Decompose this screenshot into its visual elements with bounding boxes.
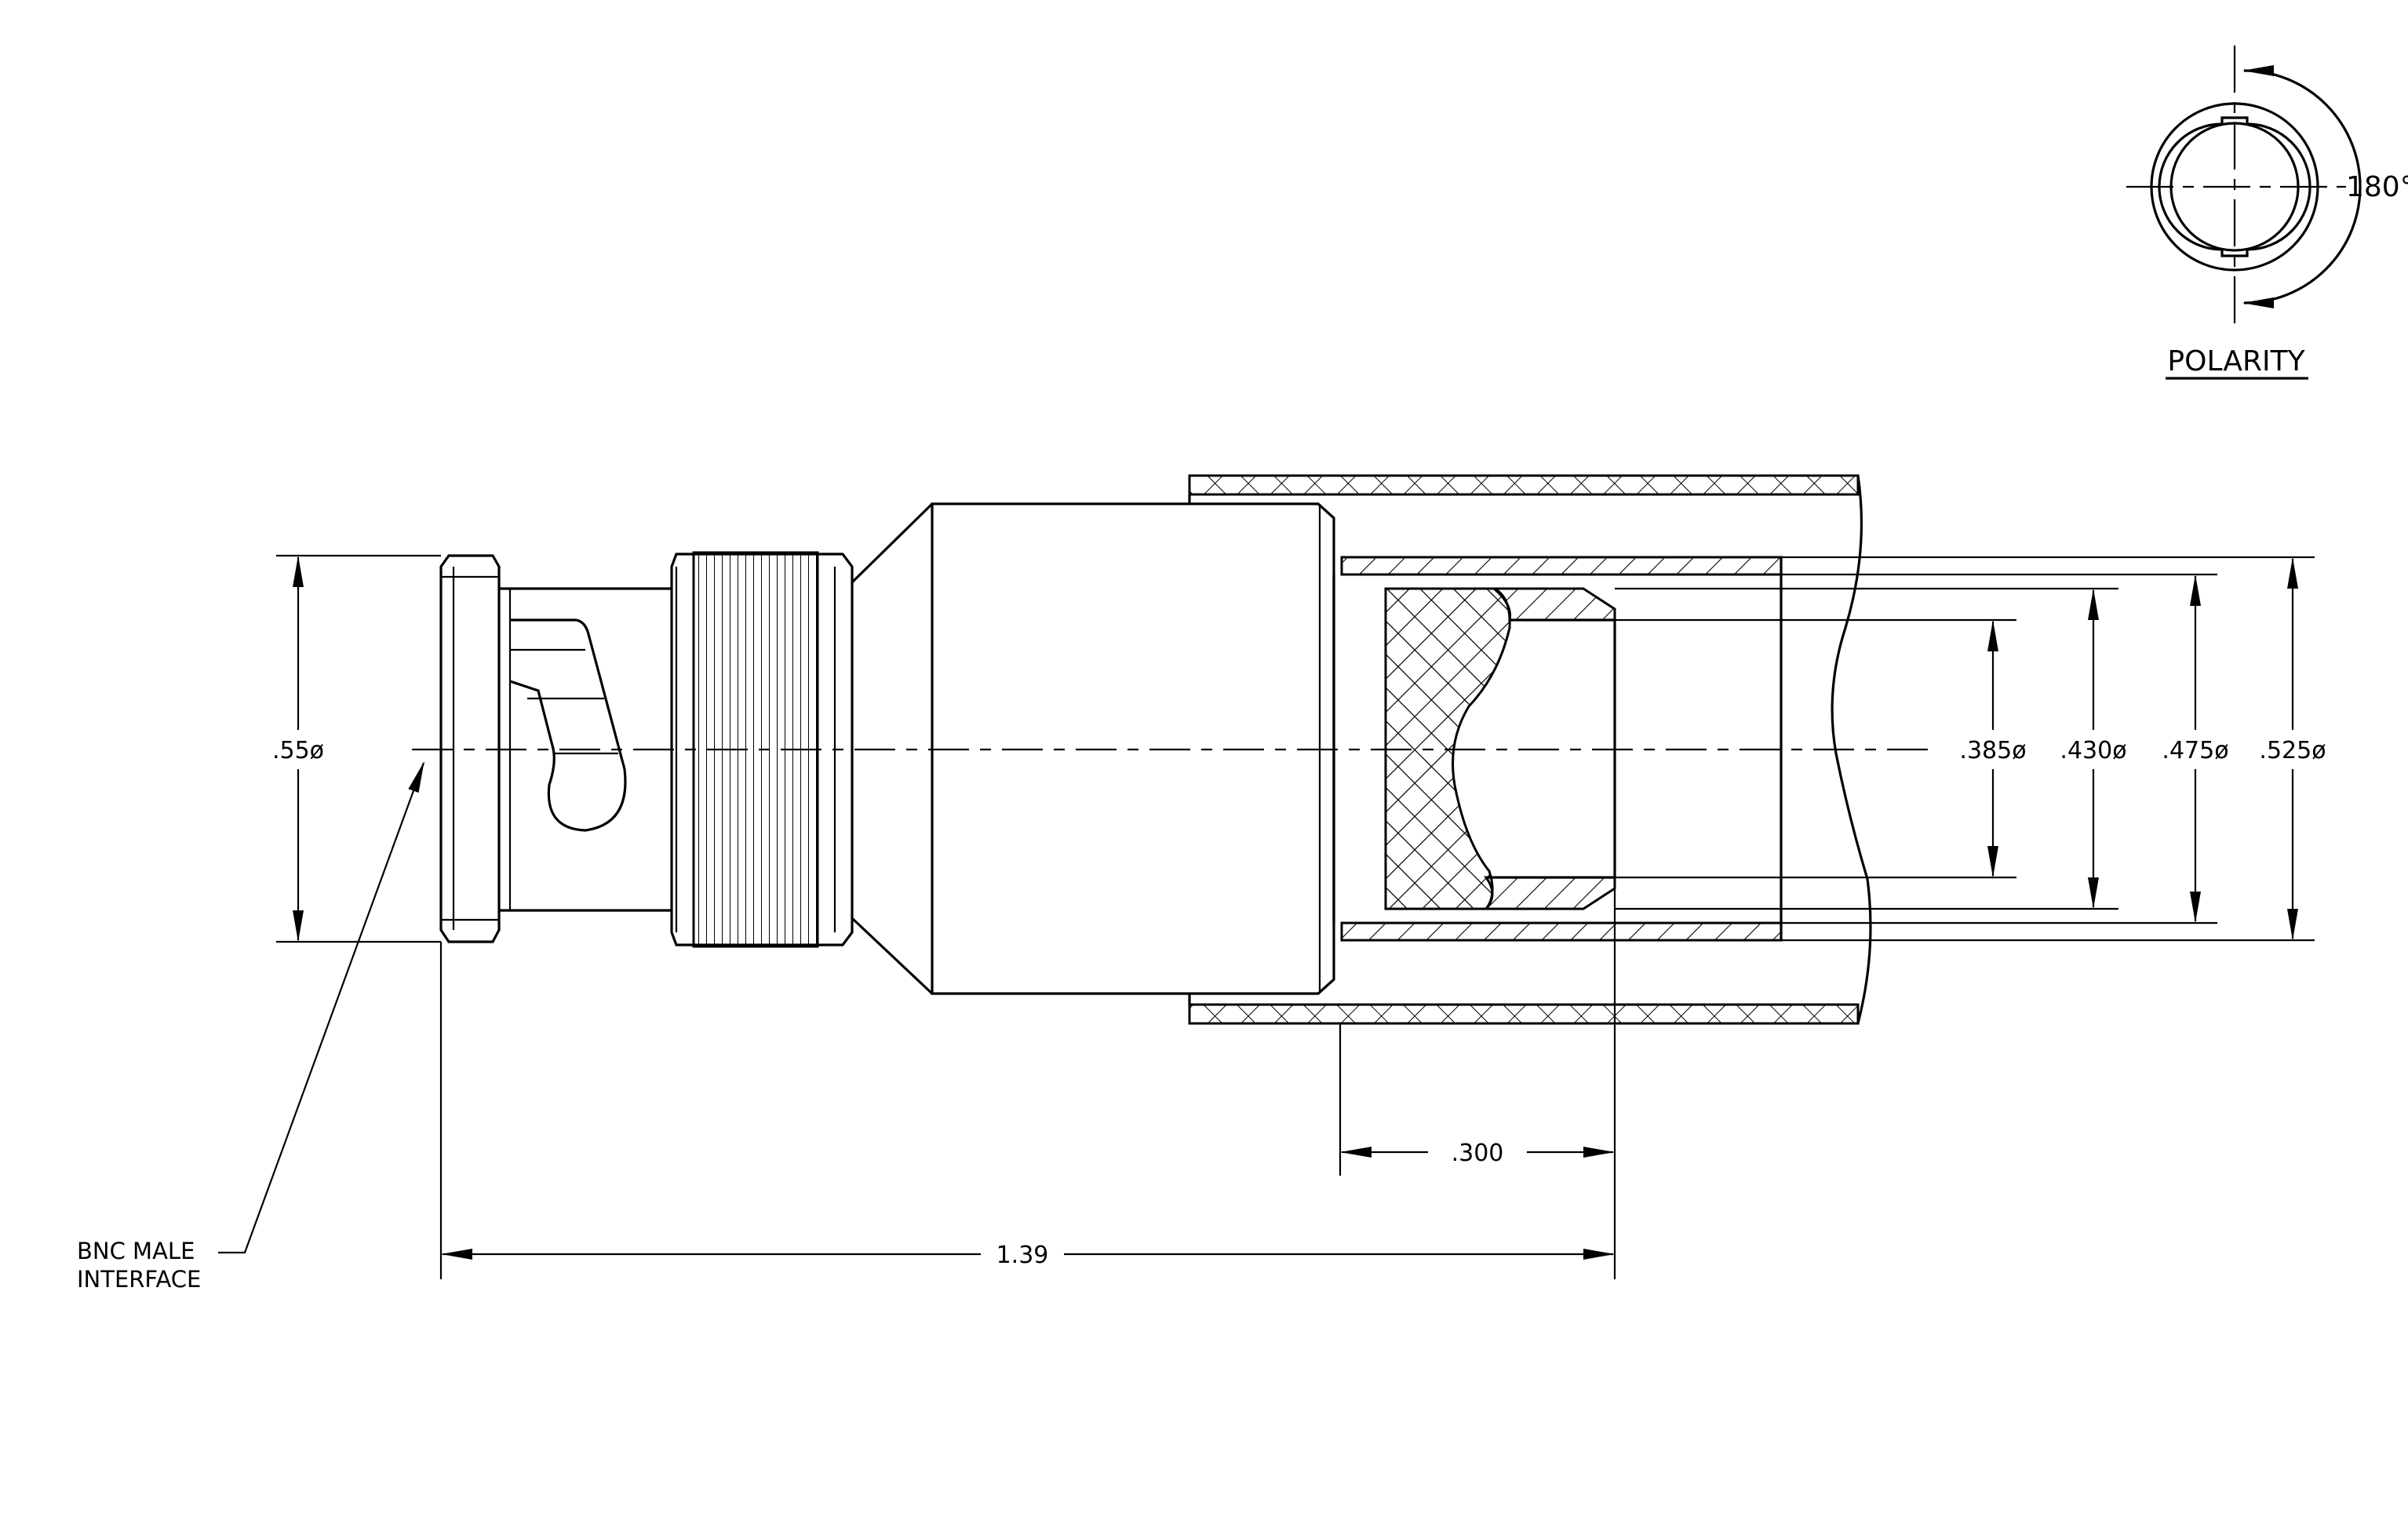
dim-flange-diameter: .55ø [272, 554, 441, 943]
interface-callout: BNC MALE INTERFACE [77, 761, 425, 1293]
dim-label-flange: .55ø [272, 737, 324, 764]
dim-label-475: .475ø [2162, 737, 2228, 764]
bayonet-slot [509, 618, 627, 832]
polarity-view: 180° POLARITY [2126, 46, 2408, 380]
dim-525: .525ø [1781, 556, 2326, 942]
taper-bottom [851, 917, 934, 995]
dim-strip-length: .300 [1339, 888, 1616, 1279]
polarity-rotation-arrow [2242, 65, 2362, 308]
interface-leader-line [218, 761, 425, 1254]
dim-430: .430ø [1615, 587, 2127, 910]
dim-label-strip: .300 [1452, 1140, 1504, 1167]
cable-jacket-bottom [1188, 1003, 1860, 1025]
interface-label-line1: BNC MALE [77, 1238, 195, 1264]
cable-jacket-top [1188, 474, 1860, 496]
bnc-connector [439, 502, 1335, 995]
dielectric-sleeve-bottom [1483, 876, 1616, 910]
dim-475: .475ø [1781, 573, 2229, 925]
taper-top [851, 502, 934, 584]
dielectric-crosshatch [1384, 587, 1511, 910]
polarity-title: POLARITY [2167, 345, 2305, 378]
cable [1188, 474, 1872, 1025]
dim-label-430: .430ø [2060, 737, 2126, 764]
coupling-nut [670, 553, 854, 947]
dim-overall-length: 1.39 [439, 942, 1615, 1279]
ferrule-body [931, 502, 1335, 995]
interface-flange [439, 554, 501, 943]
interface-label-line2: INTERFACE [77, 1266, 201, 1293]
cable-break-line [1831, 475, 1872, 1024]
dielectric-sleeve-top [1490, 587, 1616, 622]
dim-label-525: .525ø [2259, 737, 2326, 764]
dim-label-overall: 1.39 [996, 1242, 1049, 1269]
braid-top [1340, 556, 1783, 576]
braid-bottom [1340, 921, 1783, 942]
dim-385: .385ø [1615, 618, 2027, 879]
polarity-angle-label: 180° [2346, 171, 2408, 203]
dim-label-385: .385ø [1959, 737, 2026, 764]
knurled-grip [692, 551, 819, 948]
